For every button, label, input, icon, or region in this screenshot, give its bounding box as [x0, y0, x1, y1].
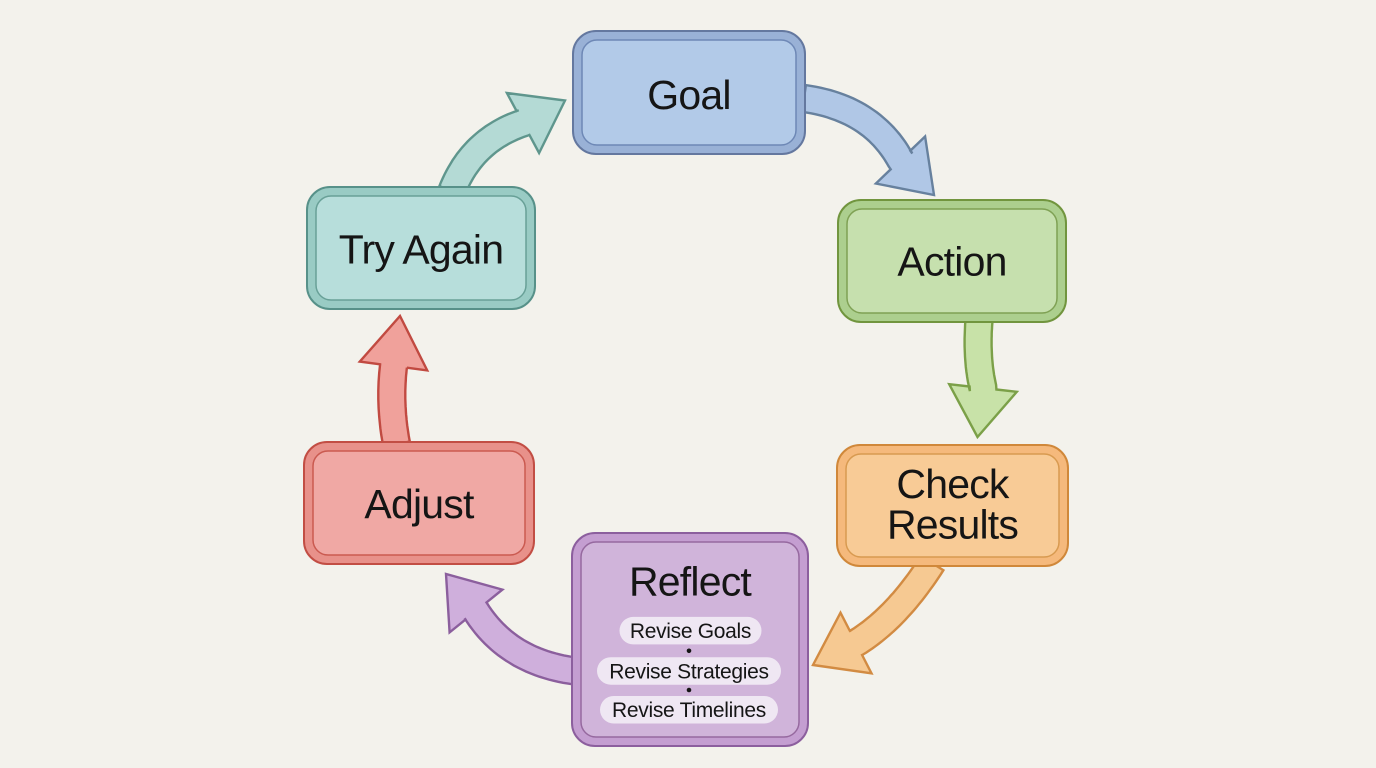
- svg-text:Revise Timelines: Revise Timelines: [612, 699, 766, 722]
- svg-text:Goal: Goal: [647, 72, 730, 118]
- svg-text:Check: Check: [896, 461, 1010, 507]
- svg-text:Adjust: Adjust: [364, 481, 475, 527]
- svg-text:Revise Goals: Revise Goals: [630, 620, 751, 643]
- svg-text:Results: Results: [887, 502, 1018, 548]
- svg-text:Reflect: Reflect: [629, 559, 752, 605]
- svg-text:Revise Strategies: Revise Strategies: [609, 661, 768, 684]
- svg-text:Try Again: Try Again: [339, 227, 503, 273]
- svg-text:Action: Action: [897, 239, 1006, 285]
